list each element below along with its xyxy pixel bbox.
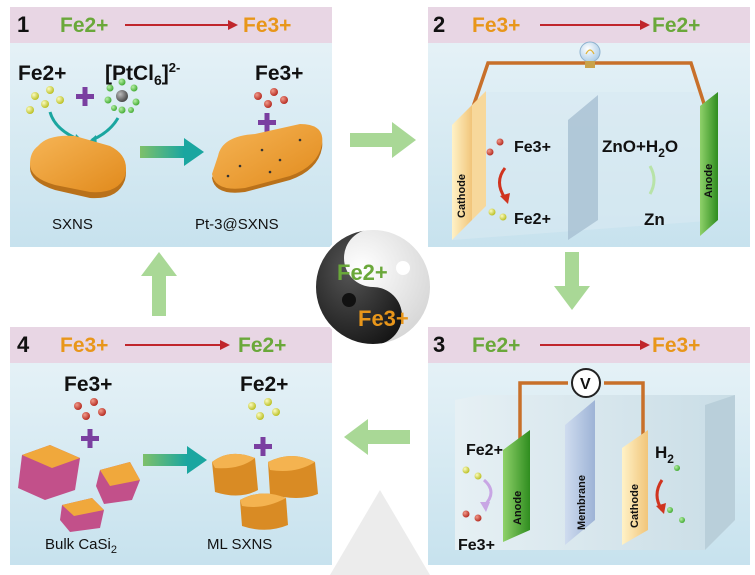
panel-1: 1 Fe2+ Fe3+ Fe2+ [PtCl6]2- Fe3+ <box>10 7 332 247</box>
voltmeter-icon: V <box>571 368 601 398</box>
panel-3: 3 Fe2+ Fe3+ V Anode Membrane Cathode Fe2… <box>428 327 750 565</box>
panel-2-anode-label: Anode <box>703 164 715 198</box>
panel-1-number: 1 <box>17 12 29 37</box>
yin-yang-icon <box>314 228 432 346</box>
panel-3-header-from: Fe2+ <box>472 334 520 357</box>
flow-arrow-1-to-2 <box>350 122 416 158</box>
bulk-casi2-blocks <box>18 445 140 532</box>
panel-2-header-from: Fe3+ <box>472 14 520 37</box>
conversion-arrow-1 <box>140 146 184 158</box>
anode-plate-3 <box>503 430 530 542</box>
panel-3-cathode-label: Cathode <box>629 484 641 528</box>
panel-1-plus-sign <box>76 87 94 106</box>
svg-text:V: V <box>580 376 591 393</box>
panel-2-zno-h2o: ZnO+H2O <box>602 137 678 160</box>
panel-1-background <box>10 7 332 247</box>
pt-sxns-nanosheet <box>212 124 323 193</box>
panel-1-product-fe: Fe3+ <box>255 62 303 85</box>
panel-1-header-to: Fe3+ <box>243 14 291 37</box>
panel-3-header-to: Fe3+ <box>652 334 700 357</box>
panel-2: 2 Fe3+ Fe2+ Cathode Anode Fe3+ Fe2+ Zn <box>428 7 750 247</box>
ptcl6-cluster <box>104 78 140 114</box>
separator-plate <box>568 95 598 240</box>
panel-1-label-sxns: SXNS <box>52 216 93 233</box>
panel-2-cathode-label: Cathode <box>456 174 468 218</box>
fe3-ion-cluster <box>254 88 288 108</box>
panel-4-header-to: Fe2+ <box>238 334 286 357</box>
panel-4-number: 4 <box>17 332 30 357</box>
panel-3-membrane-label: Membrane <box>576 475 588 530</box>
membrane-plate <box>565 400 595 545</box>
panel-2-zn: Zn <box>644 210 665 229</box>
panel-3-number: 3 <box>433 332 445 357</box>
panel-3-fe3: Fe3+ <box>458 537 495 554</box>
center-fe2-label: Fe2+ <box>337 260 388 285</box>
panel-3-h2: H2 <box>655 443 674 466</box>
conversion-arrow-4 <box>143 454 187 466</box>
panel-4-plus-left <box>81 429 99 448</box>
flow-arrow-3-to-4 <box>344 419 410 455</box>
panel-4-plus-right <box>254 437 272 456</box>
fe3-ion-cluster-4 <box>74 398 106 420</box>
flow-arrow-4-to-1 <box>141 252 177 316</box>
panel-1-header-arrowhead <box>228 20 238 30</box>
cathode-plate <box>452 105 472 240</box>
flow-arrow-2-to-3 <box>554 252 590 310</box>
oxidation-arrow <box>648 165 656 195</box>
lightbulb-icon <box>579 41 601 68</box>
panel-3-anode-label: Anode <box>512 491 524 525</box>
panel-1-reactant-fe: Fe2+ <box>18 62 66 85</box>
circuit-wire-right <box>604 381 645 445</box>
ml-sxns-stacks <box>212 453 318 530</box>
circuit-wire-left <box>518 381 568 450</box>
panel-2-header-to: Fe2+ <box>652 14 700 37</box>
panel-4-label-ml-sxns: ML SXNS <box>207 536 272 553</box>
panel-1-reactant-pt: [PtCl6]2- <box>105 60 180 88</box>
panel-3-fe2: Fe2+ <box>466 442 503 459</box>
panel-2-fe2: Fe2+ <box>514 211 551 228</box>
sxns-nanosheet <box>30 135 126 199</box>
panel-2-fe3: Fe3+ <box>514 139 551 156</box>
panel-4-header-from: Fe3+ <box>60 334 108 357</box>
fe2-ion-cluster-4 <box>248 398 280 420</box>
panel-4: 4 Fe3+ Fe2+ Fe3+ Fe2+ <box>10 327 332 565</box>
center-fe3-label: Fe3+ <box>358 306 409 331</box>
panel-1-header-from: Fe2+ <box>60 14 108 37</box>
panel-4-label-bulk-casi2: Bulk CaSi2 <box>45 536 117 556</box>
cathode-plate-3 <box>622 430 648 545</box>
panel-4-fe2: Fe2+ <box>240 373 288 396</box>
panel-2-number: 2 <box>433 12 445 37</box>
background-shadow <box>330 490 430 575</box>
panel-1-plus-sign-right <box>258 113 276 132</box>
panel-1-label-pt-sxns: Pt-3@SXNS <box>195 216 279 233</box>
panel-4-fe3: Fe3+ <box>64 373 112 396</box>
fe2-ion-cluster <box>26 86 64 114</box>
anode-plate <box>700 92 718 236</box>
